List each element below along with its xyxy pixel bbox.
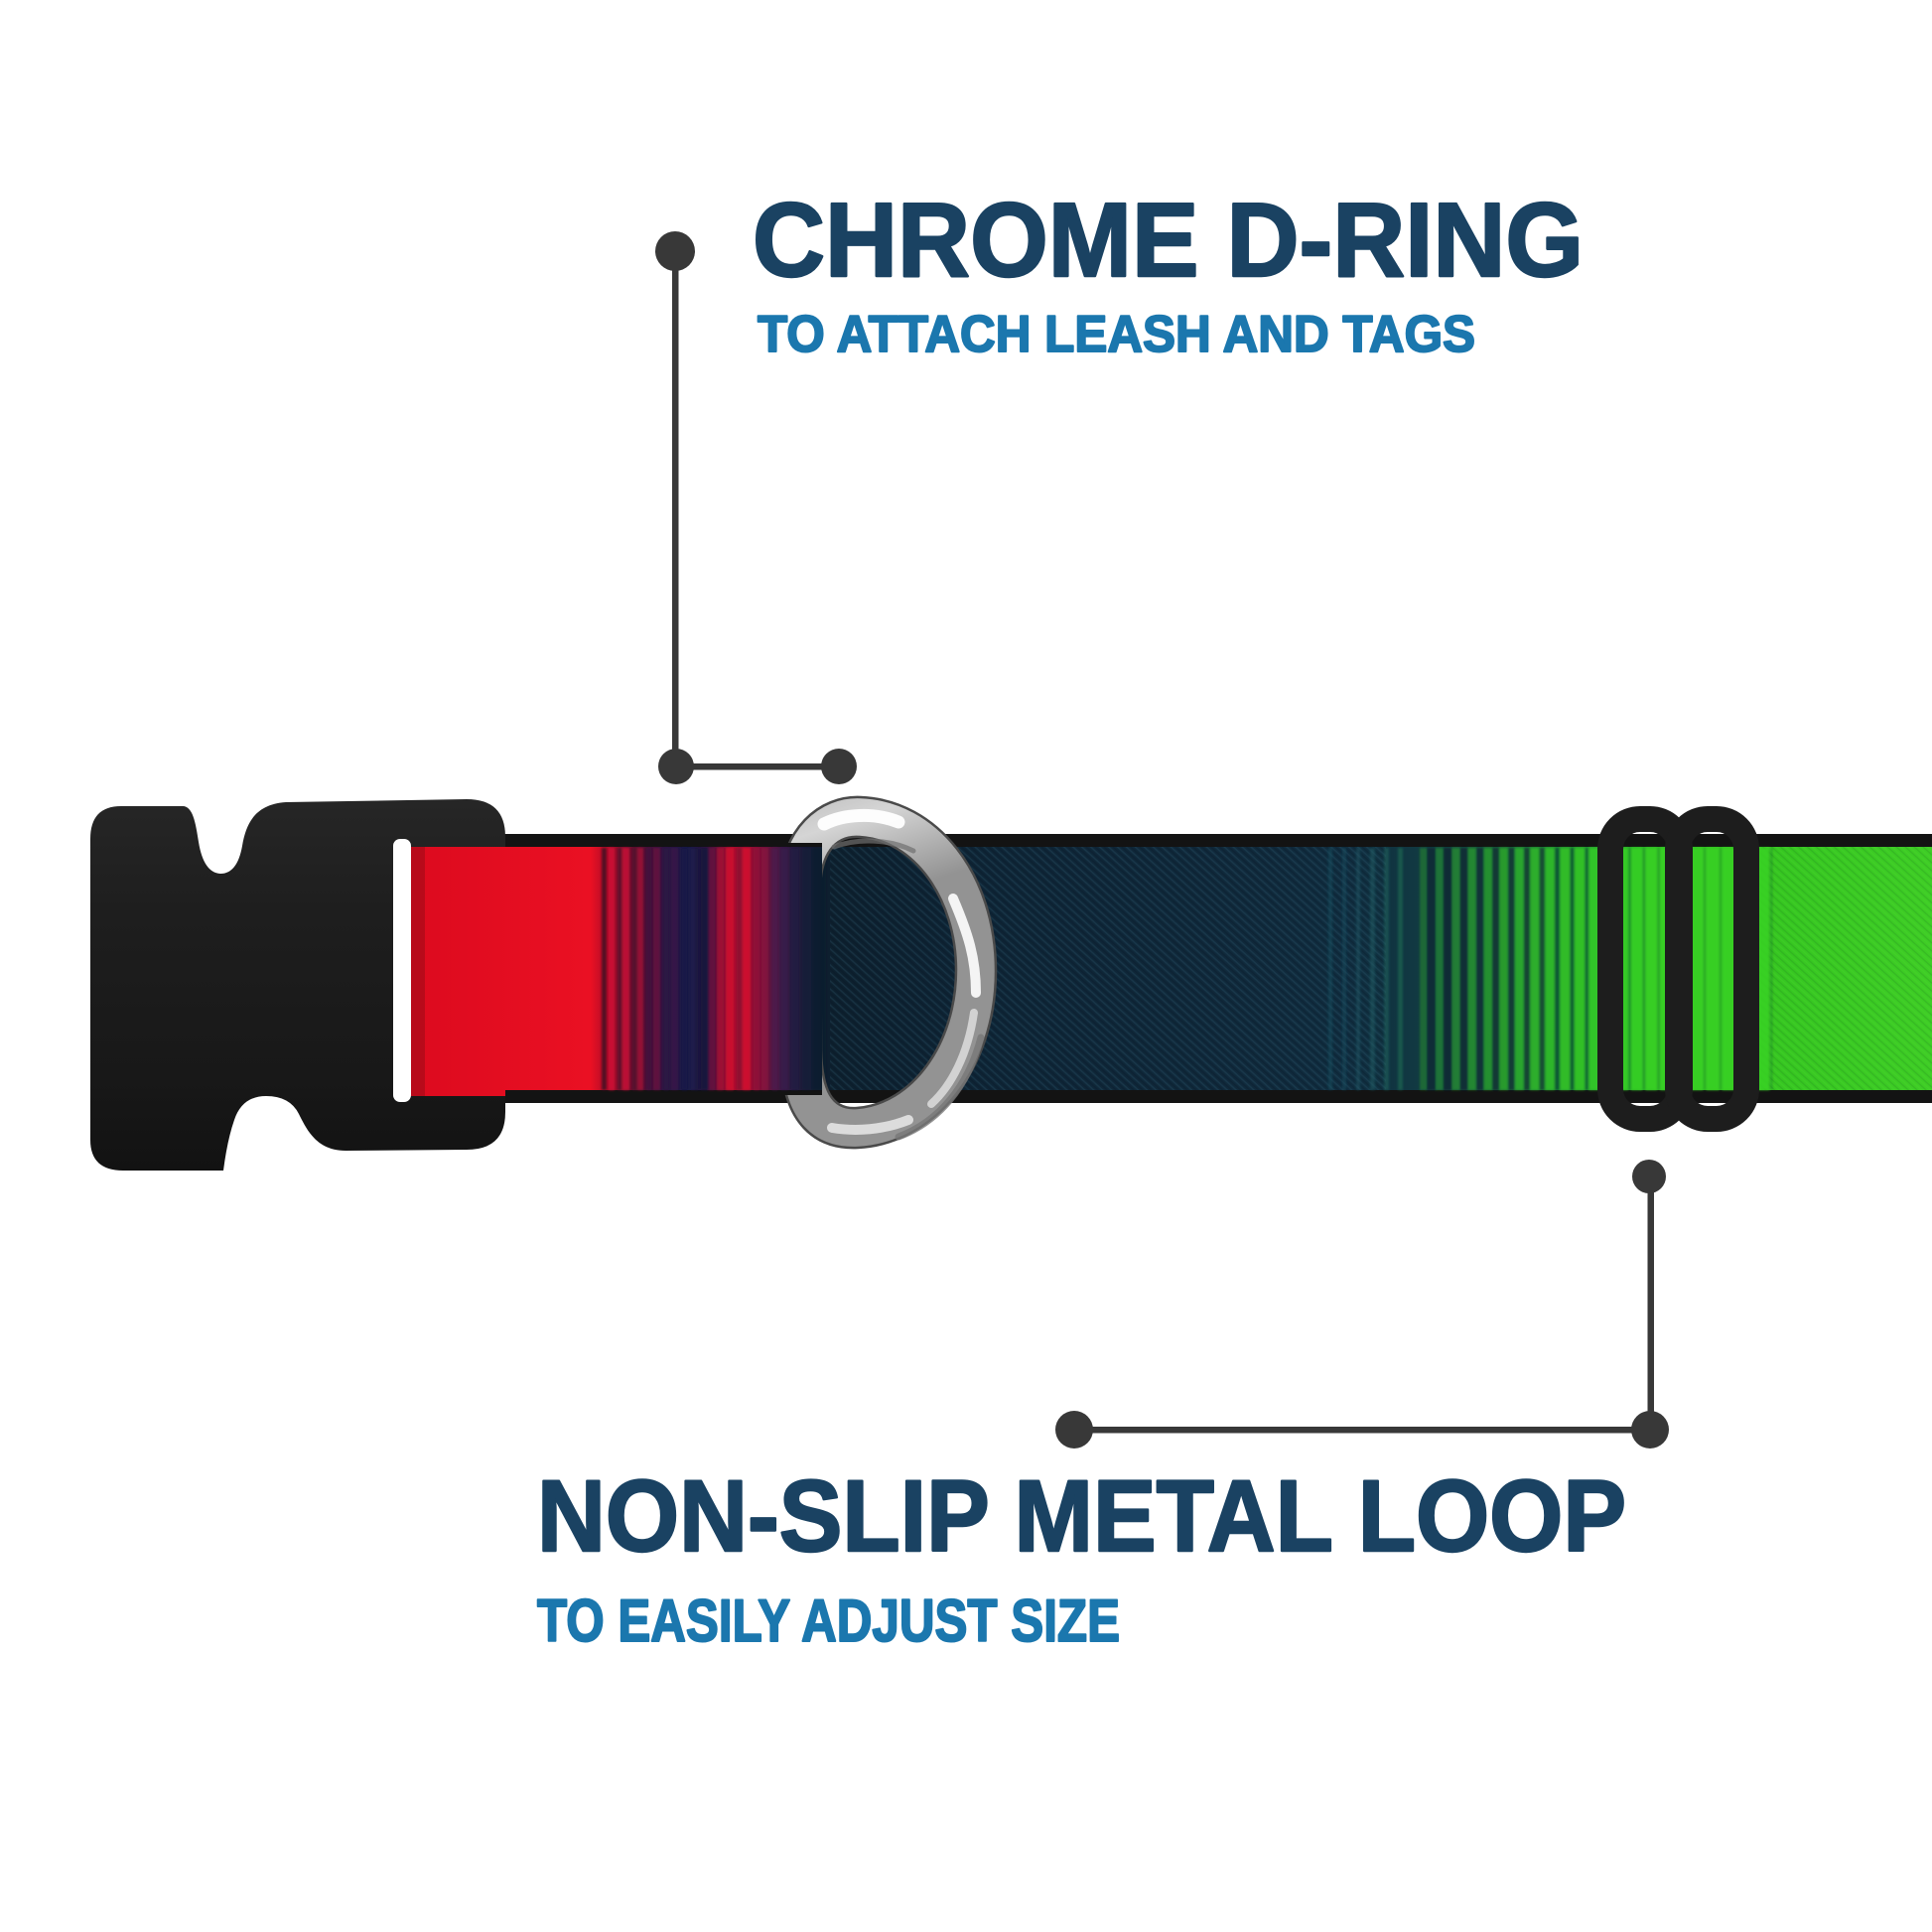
svg-text:TO EASILY ADJUST SIZE: TO EASILY ADJUST SIZE	[537, 1587, 1120, 1654]
svg-text:NON-SLIP METAL LOOP: NON-SLIP METAL LOOP	[537, 1459, 1626, 1573]
svg-text:CHROME D-RING: CHROME D-RING	[753, 182, 1584, 299]
svg-text:TO ATTACH LEASH AND TAGS: TO ATTACH LEASH AND TAGS	[758, 306, 1475, 363]
